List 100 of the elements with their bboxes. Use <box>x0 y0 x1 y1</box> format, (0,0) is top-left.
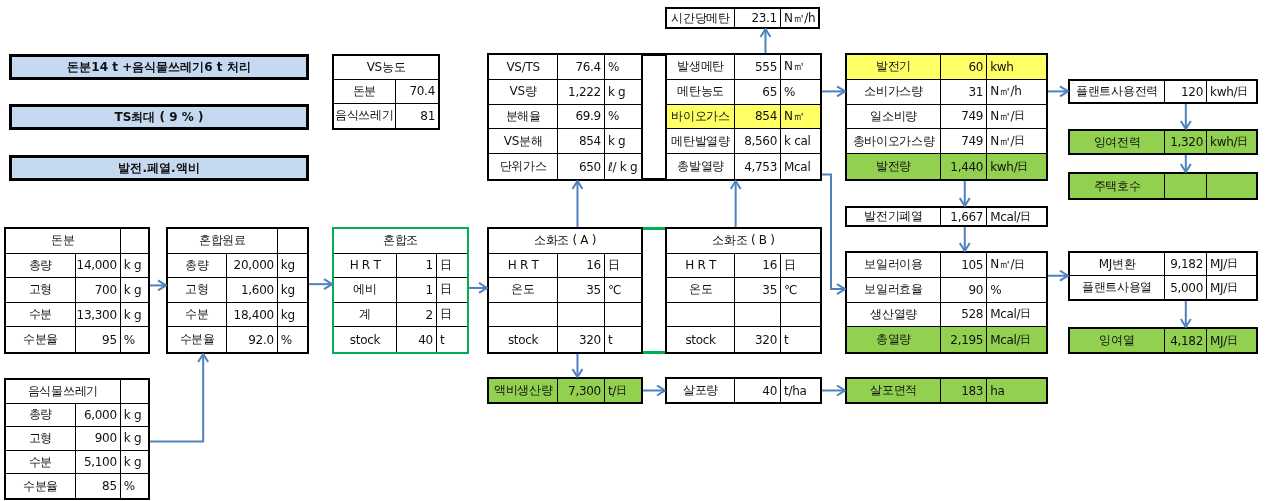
value-text: 1 <box>397 278 437 303</box>
row-label: 바이오가스 <box>667 104 736 130</box>
unit-text: % <box>279 331 293 349</box>
unit-text: 日 <box>436 253 467 279</box>
title-banner: TS최대 ( 9 % ) <box>9 104 309 130</box>
row-label: 수분율 <box>6 327 76 352</box>
row-label: 일소비량 <box>847 104 942 130</box>
arrow <box>642 384 666 397</box>
unit-text: 日 <box>436 302 467 328</box>
value-text: 6,000 <box>76 403 121 428</box>
unit-text: ℃ <box>781 278 820 303</box>
unit-text: ha <box>987 379 1046 402</box>
row-label: 소비가스량 <box>847 79 942 105</box>
value-text: 1,440 <box>941 154 988 179</box>
row-label: 계 <box>334 302 398 328</box>
unit-text: k g <box>120 450 148 475</box>
value-text: 1,600 <box>227 278 278 303</box>
value-text: 900 <box>76 427 121 451</box>
unit-text: N㎥/h <box>782 9 817 27</box>
table-heading: VS농도 <box>334 56 438 80</box>
row-label: 에비 <box>334 278 398 303</box>
data-table <box>1068 129 1258 155</box>
value-text: 8,560 <box>735 129 781 155</box>
arrow <box>958 226 971 252</box>
arrow <box>1179 154 1192 173</box>
row-label: 고형 <box>6 278 76 303</box>
unit-text: k g <box>120 302 148 328</box>
row-label: H R T <box>489 253 559 279</box>
table-heading: 소화조 ( A ) <box>489 229 641 254</box>
arrow <box>729 180 742 228</box>
data-table <box>332 54 440 130</box>
value-text: 70.4 <box>395 79 438 104</box>
unit-text: t/ha <box>783 382 808 400</box>
arrow <box>759 28 772 54</box>
arrow <box>821 384 846 397</box>
data-table <box>1068 327 1258 354</box>
value-text: 1 <box>397 253 437 279</box>
value-text: 854 <box>558 129 605 155</box>
unit-text: k g <box>120 278 148 303</box>
value-text: 5,100 <box>76 450 121 475</box>
row-label: VS량 <box>489 79 559 105</box>
unit-text: kg <box>277 253 307 279</box>
value-text: 16 <box>558 253 605 279</box>
table-heading: 돈분 <box>6 229 121 254</box>
unit-text: N㎥/h <box>987 79 1046 105</box>
unit-text: 日 <box>781 253 820 279</box>
row-label: 시간당메탄 <box>667 9 736 27</box>
unit-text: % <box>604 55 641 80</box>
row-label: 수분 <box>6 302 76 328</box>
value-text: 5,000 <box>1164 276 1208 299</box>
row-label: 잉여열 <box>1070 329 1165 352</box>
row-label: 돈분 <box>334 79 396 104</box>
value-text: 1,320 <box>1164 131 1208 153</box>
data-table <box>665 7 820 29</box>
table-heading: 혼합원료 <box>168 229 278 254</box>
value-text: 7,300 <box>558 379 605 402</box>
value-text: 650 <box>558 154 605 179</box>
value-text: 700 <box>76 278 121 303</box>
data-table <box>665 53 822 181</box>
value-text: 95 <box>76 327 121 352</box>
row-label: 고형 <box>6 427 76 451</box>
unit-text: ℃ <box>604 278 641 303</box>
row-label: 발전기 <box>847 55 942 80</box>
row-label: 발전량 <box>847 154 942 179</box>
table-heading: 혼합조 <box>334 229 467 254</box>
value-text: 320 <box>558 327 605 352</box>
value-text: 31 <box>941 79 988 105</box>
value-text: 4,182 <box>1164 329 1208 352</box>
row-label: 살포면적 <box>847 379 942 402</box>
data-table <box>4 378 150 500</box>
value-text: 60 <box>941 55 988 80</box>
row-label: 수분 <box>6 450 76 475</box>
row-label: 총발열량 <box>667 154 736 179</box>
value-text: 1,222 <box>558 79 605 105</box>
data-table <box>487 53 643 181</box>
arrow <box>821 85 846 98</box>
value-text: 40 <box>735 379 781 402</box>
unit-text: % <box>122 478 136 496</box>
unit-text: k g <box>604 129 641 155</box>
unit-text: k g <box>120 403 148 428</box>
value-text: 1,667 <box>941 208 988 225</box>
data-table <box>1068 79 1258 104</box>
unit-text: % <box>781 79 820 105</box>
value-text: 14,000 <box>76 253 121 279</box>
value-text: 120 <box>1164 81 1208 102</box>
row-label: MJ변환 <box>1070 253 1165 276</box>
data-table <box>487 227 643 354</box>
arrow <box>1047 85 1069 98</box>
value-text: 320 <box>735 327 781 352</box>
arrow <box>308 278 333 291</box>
data-table <box>1068 172 1258 200</box>
row-label: 온도 <box>667 278 736 303</box>
arrow <box>958 180 971 207</box>
data-table <box>487 377 643 404</box>
row-label: H R T <box>667 253 736 279</box>
row-label: 액비생산량 <box>489 379 559 402</box>
arrow <box>571 180 584 228</box>
value-text: 183 <box>941 379 988 402</box>
row-label: 총량 <box>6 253 76 279</box>
value-text: 9,182 <box>1164 253 1208 276</box>
